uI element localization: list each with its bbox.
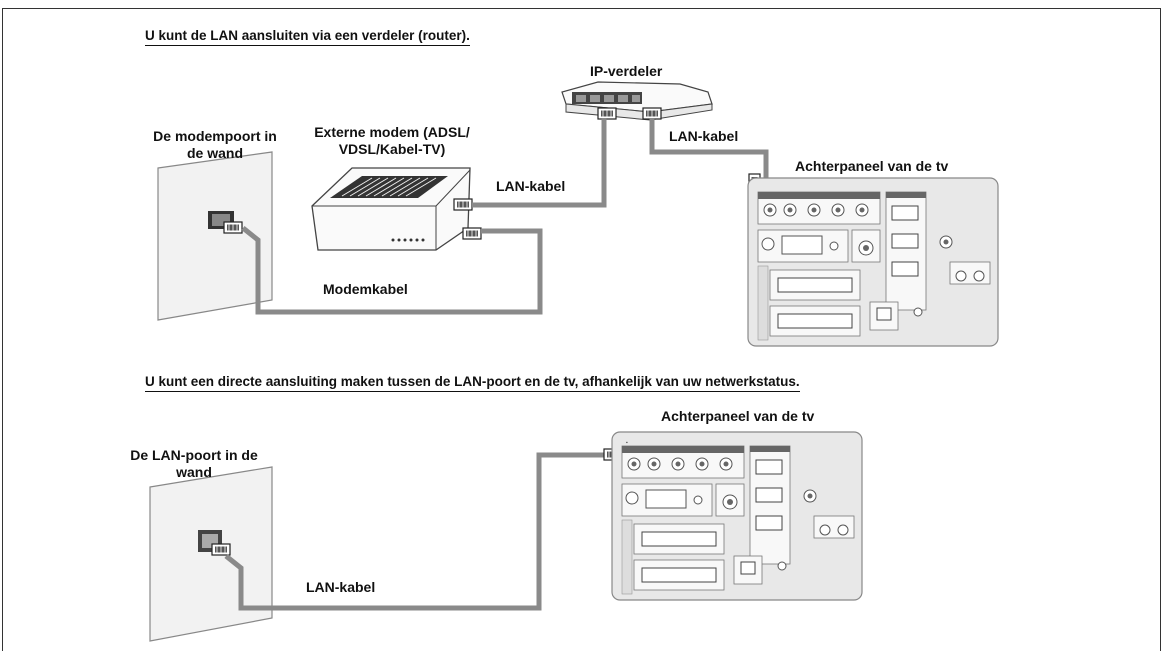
- section1-heading: U kunt de LAN aansluiten via een verdele…: [145, 28, 470, 46]
- lan-wall-port-label: De LAN-poort in de wand: [130, 447, 258, 480]
- wall-plate-2: [149, 466, 273, 642]
- tv-back-panel-1: [747, 177, 999, 347]
- section2-heading: U kunt een directe aansluiting maken tus…: [145, 374, 800, 392]
- ip-router: [561, 81, 713, 121]
- wall-plug-1: [223, 221, 243, 234]
- modem-cable: [241, 226, 543, 315]
- lan-port-mark: ▪: [626, 440, 628, 446]
- modem-lan-plug: [453, 198, 473, 211]
- lan-cable-router-tv: [649, 118, 769, 178]
- router-plug-1: [597, 107, 617, 120]
- tv-panel-label-2: Achterpaneel van de tv: [661, 408, 815, 424]
- diagram-frame: [2, 8, 1161, 651]
- wall-plate-1: [157, 151, 273, 321]
- lan-cable-router-modem: [472, 118, 607, 208]
- lan-cable-label-3: LAN-kabel: [306, 579, 376, 595]
- router-label: IP-verdeler: [590, 63, 663, 79]
- tv-panel-label-1: Achterpaneel van de tv: [795, 158, 949, 174]
- modem-cable-label: Modemkabel: [323, 281, 408, 297]
- wall-plug-2: [211, 543, 231, 556]
- modem-label: Externe modem (ADSL/ VDSL/Kabel-TV): [314, 124, 470, 157]
- lan-cable-label-2: LAN-kabel: [669, 128, 739, 144]
- external-modem: [311, 167, 471, 251]
- lan-cable-label-1: LAN-kabel: [496, 178, 566, 194]
- lan-cable-direct: [224, 452, 604, 611]
- tv-back-panel-2: [611, 431, 863, 601]
- modem-line-plug: [462, 227, 482, 240]
- modem-wall-port-label: De modempoort in de wand: [153, 128, 277, 161]
- router-plug-2: [642, 107, 662, 120]
